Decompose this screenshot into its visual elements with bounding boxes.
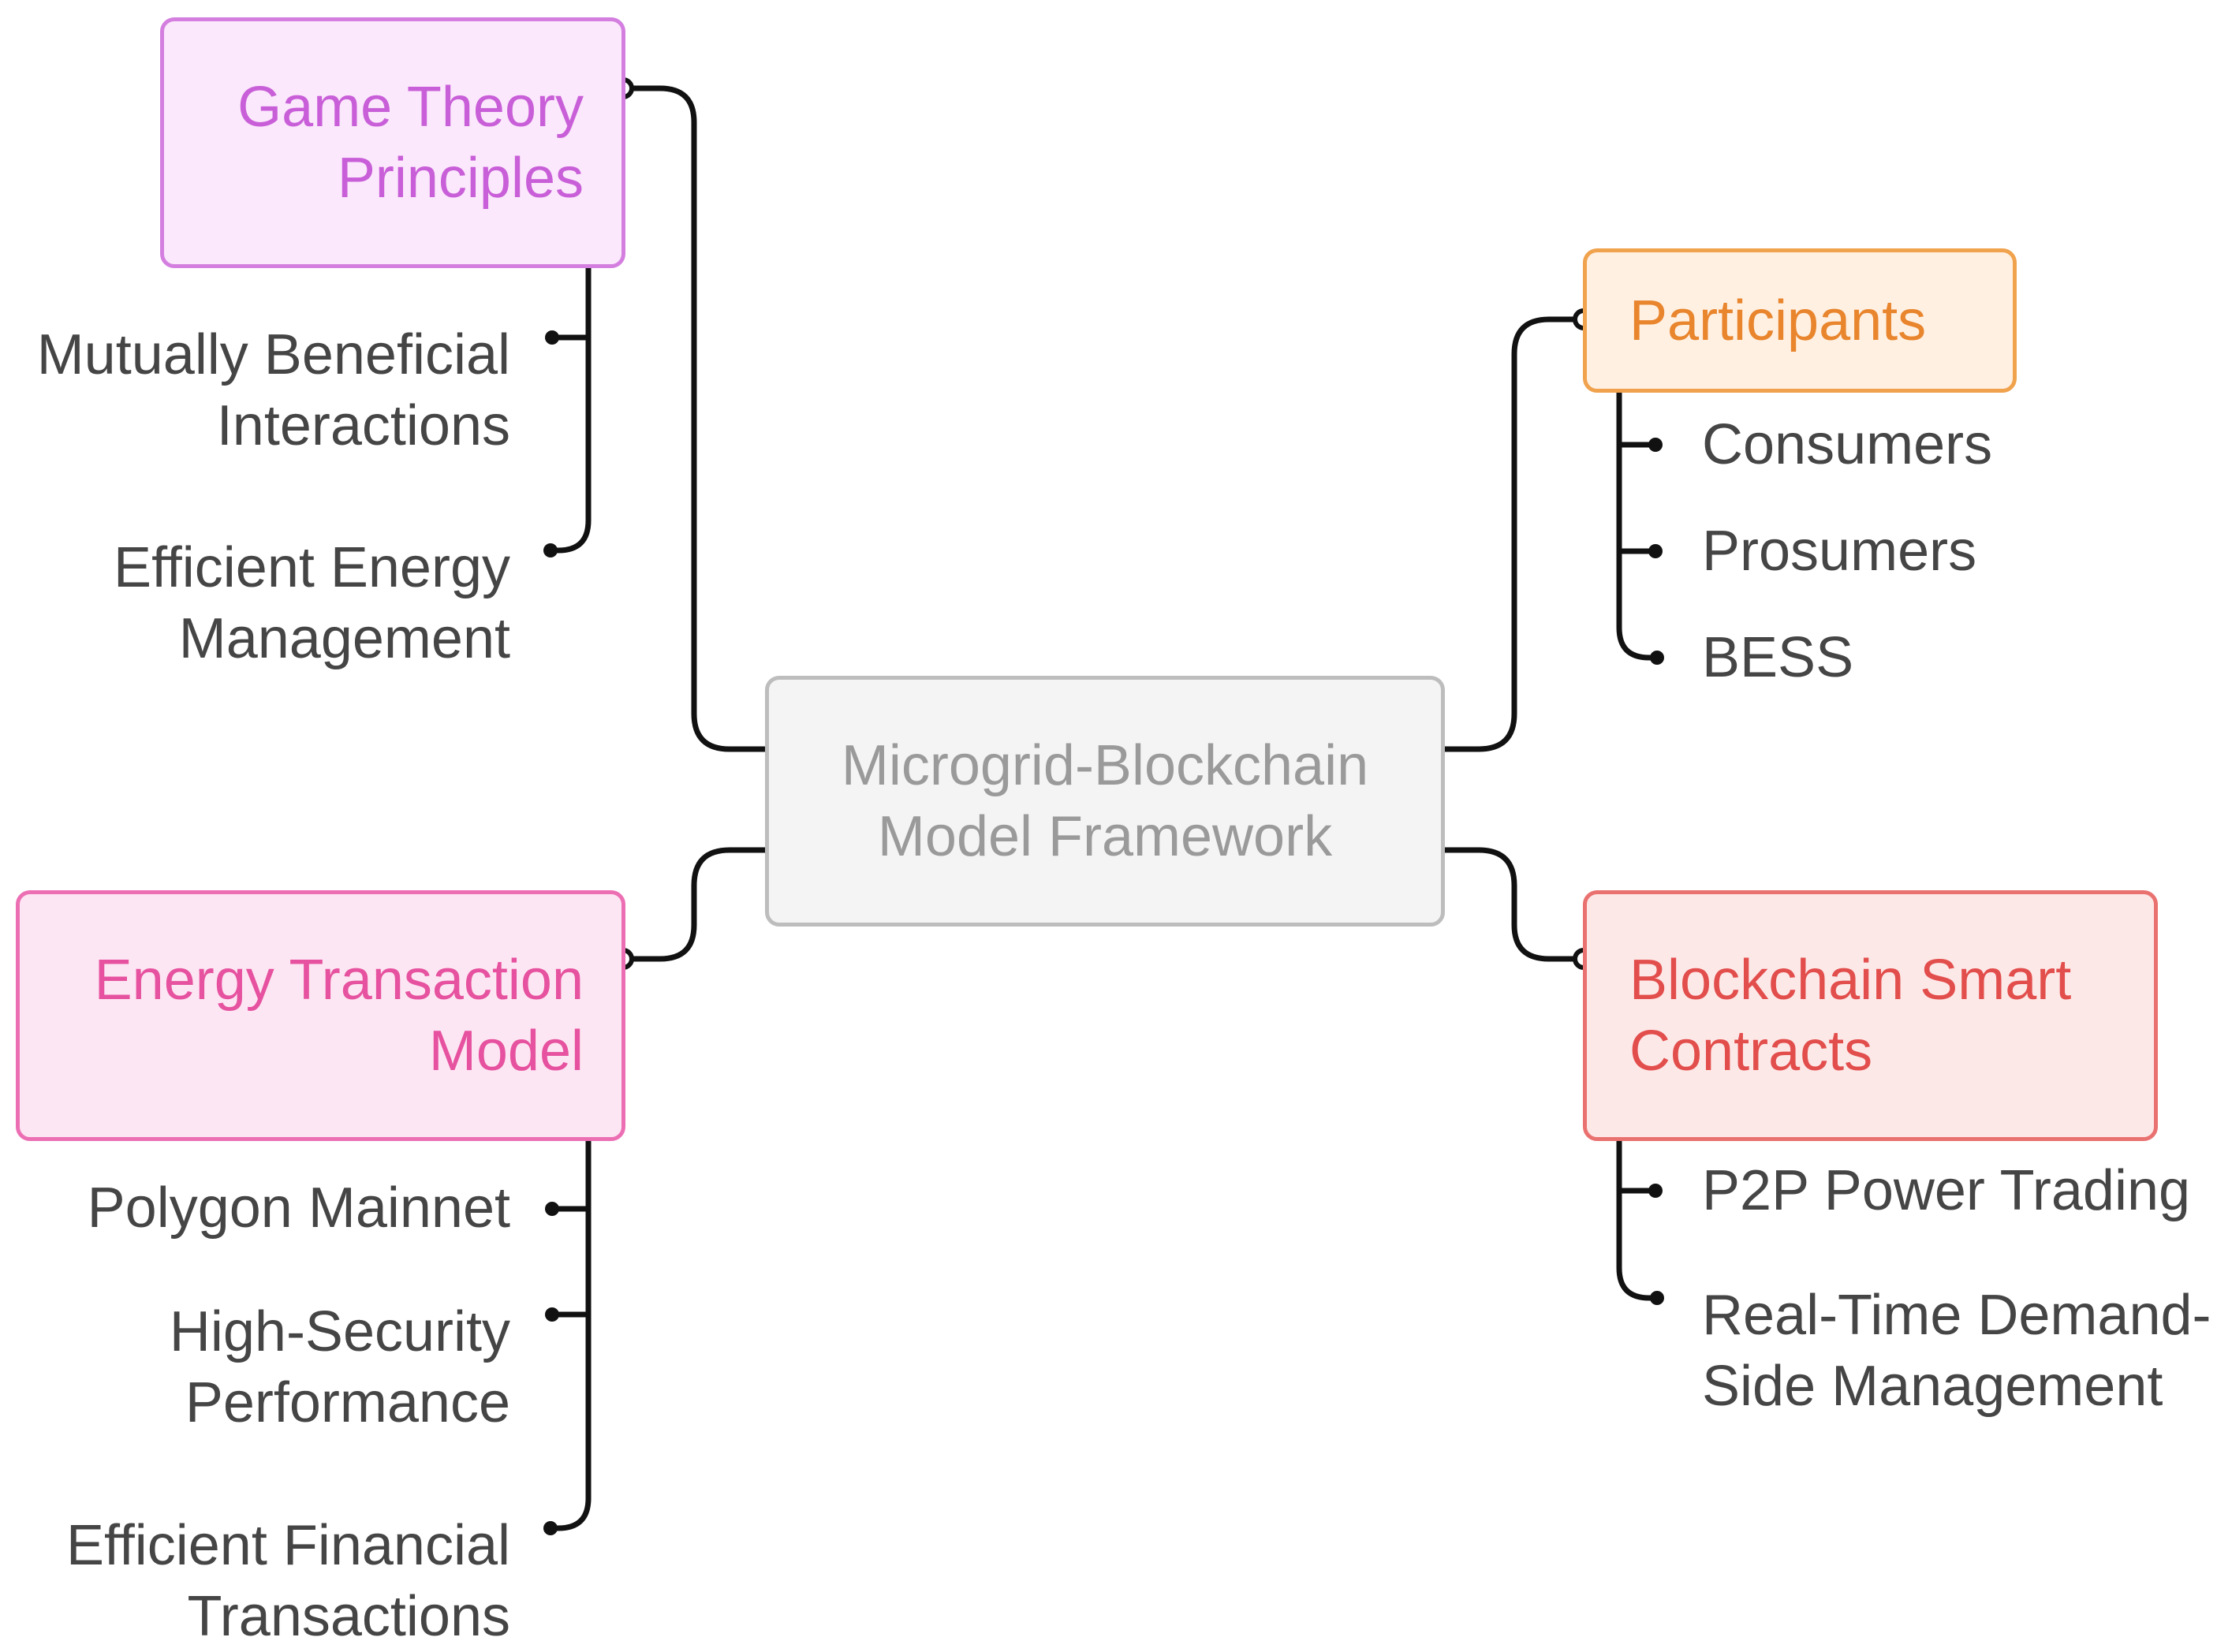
leaf-bess: BESS bbox=[1702, 622, 1853, 693]
leaf-polygon-mainnet: Polygon Mainnet bbox=[88, 1173, 510, 1244]
branch-title-line-1: Game Theory bbox=[237, 76, 584, 139]
branch-title-line-1: Blockchain Smart bbox=[1629, 949, 2072, 1012]
branch-title-line-2: Principles bbox=[337, 147, 584, 210]
leaf-line: Performance bbox=[185, 1371, 510, 1434]
leaf-line: Real-Time Demand- bbox=[1702, 1284, 2211, 1347]
leaf-line: Side Management bbox=[1702, 1355, 2163, 1418]
branch-title-line-1: Energy Transaction bbox=[94, 949, 584, 1012]
dot-energy-item-1 bbox=[545, 1202, 559, 1216]
leaf-line: Efficient Energy bbox=[114, 536, 510, 599]
leaf-line: Prosumers bbox=[1702, 520, 1977, 583]
dot-energy-item-3 bbox=[543, 1521, 558, 1535]
branch-node-game-theory: Game Theory Principles bbox=[160, 17, 625, 268]
leaf-p2p-power-trading: P2P Power Trading bbox=[1702, 1155, 2190, 1226]
leaf-line: Transactions bbox=[187, 1585, 511, 1648]
leaf-line: Efficient Financial bbox=[66, 1514, 510, 1577]
dot-blockchain-item-2 bbox=[1650, 1291, 1664, 1305]
leaf-line: Consumers bbox=[1702, 413, 1993, 476]
center-node: Microgrid-Blockchain Model Framework bbox=[765, 676, 1445, 927]
leaf-line: BESS bbox=[1702, 626, 1854, 689]
center-node-line-2: Model Framework bbox=[877, 805, 1333, 868]
dot-participants-item-3 bbox=[1650, 651, 1664, 665]
leaf-line: Polygon Mainnet bbox=[87, 1177, 510, 1240]
leaf-line: Mutually Beneficial bbox=[36, 323, 510, 386]
leaf-efficient-energy-management: Efficient Energy Management bbox=[114, 532, 510, 674]
leaf-mutually-beneficial-interactions: Mutually Beneficial Interactions bbox=[37, 319, 510, 461]
branch-node-blockchain-smart-contracts: Blockchain Smart Contracts bbox=[1583, 890, 2158, 1141]
connector-center-to-participants bbox=[1442, 316, 1587, 752]
branch-node-participants: Participants bbox=[1583, 248, 2017, 393]
leaf-line: Management bbox=[178, 607, 510, 670]
connector-participants-trunk bbox=[1616, 390, 1660, 661]
branch-title-line-2: Model bbox=[428, 1020, 584, 1083]
leaf-line: Interactions bbox=[216, 394, 510, 457]
branch-title-line-1: Participants bbox=[1629, 289, 1927, 352]
leaf-efficient-financial-transactions: Efficient Financial Transactions bbox=[66, 1510, 510, 1652]
dot-game-theory-item-2 bbox=[543, 543, 558, 558]
leaf-high-security-performance: High-Security Performance bbox=[170, 1296, 510, 1438]
leaf-line: P2P Power Trading bbox=[1702, 1159, 2191, 1222]
leaf-real-time-demand-side-management: Real-Time Demand- Side Management bbox=[1702, 1280, 2211, 1422]
dot-blockchain-item-1 bbox=[1648, 1184, 1663, 1198]
leaf-consumers: Consumers bbox=[1702, 409, 1992, 480]
connector-center-to-game-theory bbox=[620, 85, 768, 752]
dot-participants-item-2 bbox=[1648, 544, 1663, 558]
branch-title-line-2: Contracts bbox=[1629, 1020, 1873, 1083]
connector-energy-trunk bbox=[547, 1138, 592, 1531]
connector-game-theory-trunk bbox=[547, 265, 592, 554]
branch-node-energy-transaction: Energy Transaction Model bbox=[16, 890, 625, 1141]
connector-center-to-energy-transaction bbox=[620, 847, 768, 962]
dot-participants-item-1 bbox=[1648, 438, 1663, 452]
dot-energy-item-2 bbox=[545, 1307, 559, 1322]
connector-center-to-blockchain bbox=[1442, 847, 1587, 962]
leaf-prosumers: Prosumers bbox=[1702, 516, 1976, 587]
connector-blockchain-trunk bbox=[1616, 1138, 1660, 1301]
center-node-line-1: Microgrid-Blockchain bbox=[841, 734, 1369, 797]
dot-game-theory-item-1 bbox=[545, 330, 559, 345]
leaf-line: High-Security bbox=[169, 1300, 510, 1363]
